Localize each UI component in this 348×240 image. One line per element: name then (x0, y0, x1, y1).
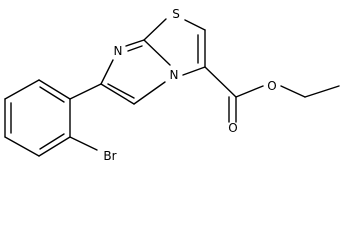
bond-n4-c7a (143, 39, 171, 66)
atom-label-ester-o: O (267, 79, 276, 93)
atom-label-bridge-n: N (170, 68, 179, 82)
atom-labels: S N N O O Br (103, 7, 276, 163)
bond-c7a-n1 (125, 39, 145, 47)
atom-label-sulfur: S (172, 7, 180, 21)
bond-c6-c5 (100, 83, 135, 105)
bond-c3-n4 (182, 66, 206, 76)
bonds (4, 18, 340, 157)
molecule-drawing: S N N O O Br (4, 7, 340, 163)
bond-c5-n4 (133, 81, 166, 105)
bond-ch2-ch3 (304, 85, 340, 98)
bond-ph-6-1 (38, 79, 71, 100)
bond-s-c7a (143, 18, 167, 41)
atom-label-imidazole-n: N (114, 44, 123, 58)
bond-ph-2-3-inner (39, 133, 65, 150)
bond-ph-6-1-inner (39, 86, 65, 103)
bond-ph-3-4 (4, 136, 40, 157)
atom-label-bromine: Br (103, 149, 116, 163)
atom-label-carbonyl-o: O (228, 121, 237, 135)
bond-oester-ch2 (280, 85, 306, 98)
bond-c3-carbonyl (204, 66, 237, 98)
bond-carbonyl-oester (235, 85, 264, 98)
bond-n1-c6 (100, 59, 114, 85)
bond-c7a-n1-inner (127, 45, 143, 52)
bond-c6-phenyl (69, 83, 102, 100)
bond-ph-2-3 (38, 136, 71, 157)
bond-c6-c5-inner (107, 83, 135, 99)
structure-canvas: S N N O O Br (4, 7, 340, 163)
bond-c-br (69, 136, 98, 151)
bond-s-c2 (184, 19, 206, 31)
bond-ph-5-6 (4, 79, 40, 100)
